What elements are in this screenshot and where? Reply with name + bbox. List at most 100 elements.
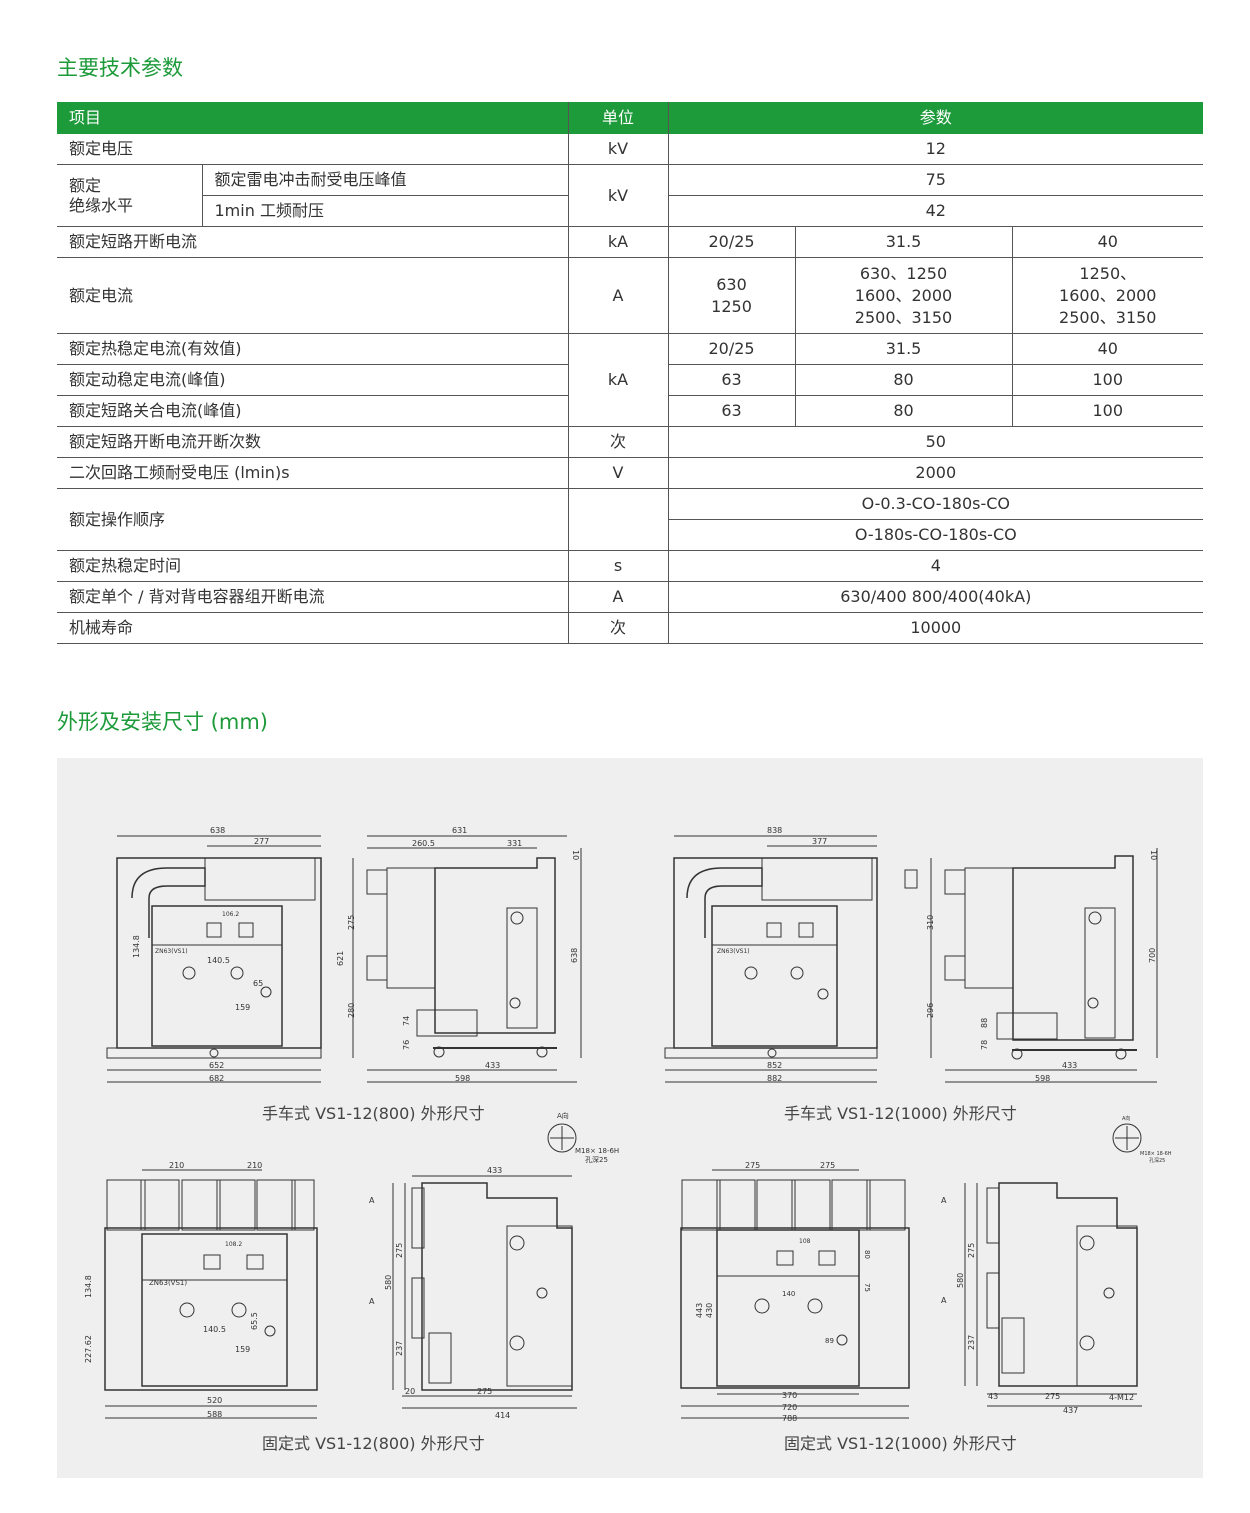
dim: 260.5 (412, 839, 435, 848)
dim: 275 (477, 1387, 492, 1396)
row-value: 20/25 (667, 333, 796, 365)
row-unit: kA (567, 226, 669, 258)
table-row: 二次回路工频耐受电压 (lmin)s V 2000 (57, 457, 1204, 489)
dim: 700 (1148, 948, 1157, 963)
table-row: 额定热稳定时间 s 4 (57, 550, 1204, 582)
dim: 377 (812, 837, 827, 846)
dim: 108.2 (225, 1241, 242, 1248)
row-label: 二次回路工频耐受电压 (lmin)s (57, 457, 569, 489)
dim: 159 (235, 1345, 250, 1354)
dim: 20 (405, 1387, 415, 1396)
row-value: 80 (794, 364, 1013, 396)
dim: 520 (207, 1396, 222, 1405)
dim: 882 (767, 1074, 782, 1083)
dim: 430 (705, 1303, 714, 1318)
dim: 275 (395, 1243, 404, 1258)
dim: 838 (767, 826, 782, 835)
value-line: 2500、3150 (1059, 307, 1157, 327)
value-line: 1250、 (1079, 263, 1137, 283)
dim: 437 (1063, 1406, 1078, 1415)
mark-a: A (941, 1196, 947, 1205)
dim: 275 (820, 1161, 835, 1170)
value-line: 630 (716, 274, 747, 294)
row-unit: kA (567, 333, 669, 427)
table-row: 机械寿命 次 10000 (57, 612, 1204, 644)
row-unit: s (567, 550, 669, 582)
table-row: 额定动稳定电流(峰值) 63 80 100 (57, 364, 1204, 396)
dim: 682 (209, 1074, 224, 1083)
sub-label: 额定雷电冲击耐受电压峰值 (201, 164, 569, 196)
model-label: ZN63(VS1) (149, 1279, 187, 1287)
dim: 621 (336, 951, 345, 966)
detail-depth: 孔深25 (1149, 1157, 1165, 1164)
dim: 580 (384, 1275, 393, 1290)
row-value: 63 (667, 364, 796, 396)
dim: 65 (253, 979, 263, 988)
model-label: ZN63(VS1) (155, 948, 188, 955)
dim: 580 (956, 1273, 965, 1288)
dim: 277 (254, 837, 269, 846)
row-label: 额定热稳定时间 (57, 550, 569, 582)
dim: 10 (1149, 850, 1158, 860)
header-unit: 单位 (567, 102, 669, 134)
dim: 414 (495, 1411, 510, 1420)
dim: 10 (571, 850, 580, 860)
row-value: 100 (1011, 395, 1204, 427)
row-unit (567, 488, 669, 551)
row-label: 额定绝缘水平 (57, 164, 202, 227)
table-row: 额定电压 kV 12 (57, 134, 1204, 165)
mark-a: A (369, 1196, 375, 1205)
dim: 106.2 (222, 911, 239, 918)
row-value: 20/25 (667, 226, 796, 258)
row-unit: 次 (567, 426, 669, 458)
value-line: 1600、2000 (1059, 285, 1157, 305)
detail-depth: 孔深25 (585, 1155, 608, 1164)
drawing-handcart-1000-front: 838 377 ZN63(VS1) 852 882 (664, 826, 878, 1083)
drawing-fixed-1000-front: 275 275 108 140 89 80 75 443 430 370 720… (680, 1161, 910, 1423)
row-value: O-0.3-CO-180s-CO (667, 488, 1204, 520)
row-value: 12 (667, 134, 1204, 165)
dim: 65.5 (250, 1312, 259, 1330)
value-line: 2500、3150 (854, 307, 953, 327)
row-value: 75 (667, 164, 1204, 196)
spec-table: 项目 单位 参数 额定电压 kV 12 额定绝缘水平 额定雷电冲击耐受电压峰值 … (57, 102, 1204, 644)
dim: 588 (207, 1410, 222, 1419)
row-label: 额定短路开断电流 (57, 226, 569, 258)
detail-label: A向 (557, 1111, 569, 1120)
dim: 310 (926, 915, 935, 930)
dim: 210 (169, 1161, 184, 1170)
dim: 638 (210, 826, 225, 835)
section-title-specs: 主要技术参数 (57, 56, 183, 80)
caption-fixed-800: 固定式 VS1-12(800) 外形尺寸 (262, 1434, 485, 1453)
sub-label: 1min 工频耐压 (201, 195, 569, 227)
detail-thread: M18× 18-6H (575, 1147, 619, 1155)
table-row: 额定单个 / 背对背电容器组开断电流 A 630/400 800/400(40k… (57, 581, 1204, 613)
dim: 638 (570, 948, 579, 963)
dim: 275 (967, 1243, 976, 1258)
row-unit: V (567, 457, 669, 489)
row-value: 100 (1011, 364, 1204, 396)
dim: 108 (799, 1238, 811, 1245)
drawing-handcart-1000-side: 10 310 296 88 78 700 433 598 (904, 848, 1158, 1083)
detail-label: A向 (1122, 1115, 1130, 1122)
table-row: 1min 工频耐压 42 (57, 195, 1204, 227)
dim: 76 (402, 1040, 411, 1050)
row-value: 31.5 (794, 226, 1013, 258)
dim: 159 (235, 1003, 250, 1012)
header-param: 参数 (667, 102, 1204, 134)
value-line: 630、1250 (859, 263, 948, 283)
drawings-panel: 638 277 106.2 ZN63(VS1) 140.5 159 65 134… (57, 758, 1203, 1478)
table-header: 项目 单位 参数 (57, 102, 1204, 134)
row-value: 31.5 (794, 333, 1013, 365)
row-value: 40 (1011, 333, 1204, 365)
dim: 331 (507, 839, 522, 848)
dim: 4-M12 (1109, 1393, 1134, 1402)
row-unit: 次 (567, 612, 669, 644)
dim: 74 (402, 1016, 411, 1026)
dim: 631 (452, 826, 467, 835)
header-item: 项目 (57, 102, 569, 134)
row-unit: A (567, 257, 669, 334)
dim: 296 (926, 1003, 935, 1018)
row-label: 机械寿命 (57, 612, 569, 644)
